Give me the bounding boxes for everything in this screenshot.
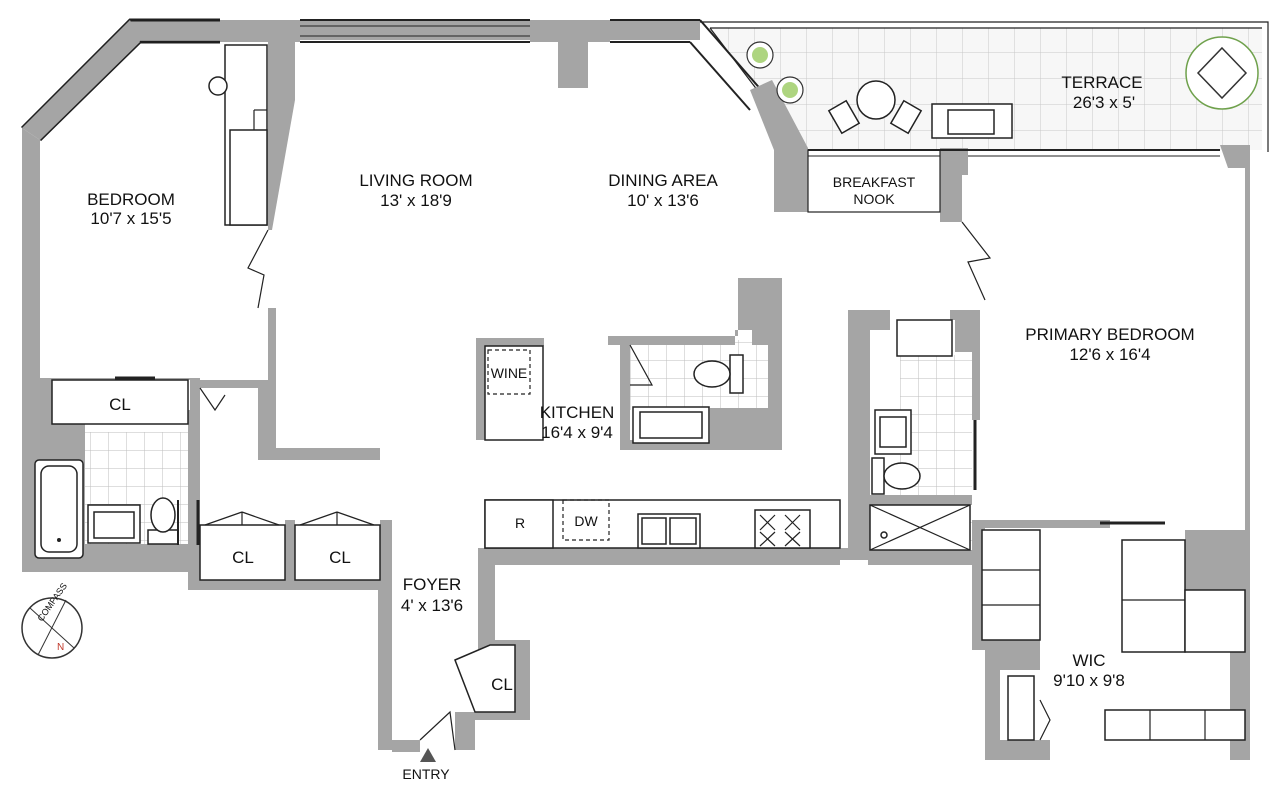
primary-bath-cabinet: [896, 319, 953, 357]
wic-shelving-mid: [1121, 539, 1186, 653]
wine-cooler: [487, 349, 531, 395]
terrace-table-icon: [856, 80, 896, 120]
terrace-furniture: [746, 36, 1259, 139]
wic-shelving-bottom: [1104, 709, 1246, 741]
terrace-size: 26'3 x 5': [1073, 93, 1135, 112]
bedroom-name: BEDROOM: [87, 190, 175, 209]
foyer-name: FOYER: [403, 575, 462, 594]
hall-closet-2-label: CL: [329, 548, 351, 567]
dishwasher-label: DW: [574, 513, 598, 529]
wic-size: 9'10 x 9'8: [1053, 671, 1125, 690]
refrigerator: [484, 499, 554, 549]
refrigerator-label: R: [515, 515, 525, 531]
wic-shelving-right: [1184, 589, 1246, 653]
wic-shelving-left: [981, 529, 1041, 641]
wic-shelving-small: [1007, 675, 1035, 741]
dining-area-name: DINING AREA: [608, 171, 718, 190]
kitchen-island: [484, 345, 544, 441]
hall-closet-2: [294, 524, 381, 581]
entry-arrow-icon: [420, 748, 436, 762]
primary-bedroom-size: 12'6 x 16'4: [1069, 345, 1150, 364]
powder-toilet-tank: [729, 354, 744, 394]
foyer-size: 4' x 13'6: [401, 596, 463, 615]
foyer-closet: [454, 644, 516, 713]
wic-name: WIC: [1072, 651, 1105, 670]
wine-label: WINE: [491, 365, 528, 381]
foyer-closet-label: CL: [491, 675, 513, 694]
hall-closet-1-label: CL: [232, 548, 254, 567]
bedroom-closet-label: CL: [109, 395, 131, 414]
chair-icon: [208, 76, 228, 96]
primary-toilet-icon: [883, 462, 921, 490]
living-room-size: 13' x 18'9: [380, 191, 452, 210]
entry-label: ENTRY: [402, 766, 450, 782]
hall-closet-1: [199, 524, 286, 581]
bedroom-size: 10'7 x 15'5: [90, 209, 171, 228]
entry-door[interactable]: [419, 710, 456, 751]
toilet-icon: [150, 497, 176, 533]
breakfast-nook-line2: NOOK: [853, 191, 895, 207]
breakfast-nook-line1: BREAKFAST: [833, 174, 916, 190]
kitchen-size: 16'4 x 9'4: [541, 423, 613, 442]
bedroom-desk: [229, 129, 268, 226]
compass-north: N: [57, 642, 64, 653]
tree-icon: [1185, 36, 1259, 110]
dining-area-size: 10' x 13'6: [627, 191, 699, 210]
primary-toilet-tank: [871, 457, 885, 495]
terrace-name: TERRACE: [1061, 73, 1142, 92]
bedroom-door[interactable]: [247, 229, 269, 309]
breakfast-nook: [807, 149, 941, 213]
kitchen-name: KITCHEN: [540, 403, 615, 422]
powder-toilet-icon: [693, 360, 731, 388]
compass-icon: COMPASS N: [21, 581, 83, 659]
bedroom-closet: [51, 379, 189, 425]
bedroom-closet-door[interactable]: [199, 387, 226, 412]
dishwasher: [562, 499, 610, 541]
living-room-name: LIVING ROOM: [359, 171, 472, 190]
primary-bedroom-door[interactable]: [961, 221, 992, 301]
primary-bedroom-name: PRIMARY BEDROOM: [1025, 325, 1194, 344]
